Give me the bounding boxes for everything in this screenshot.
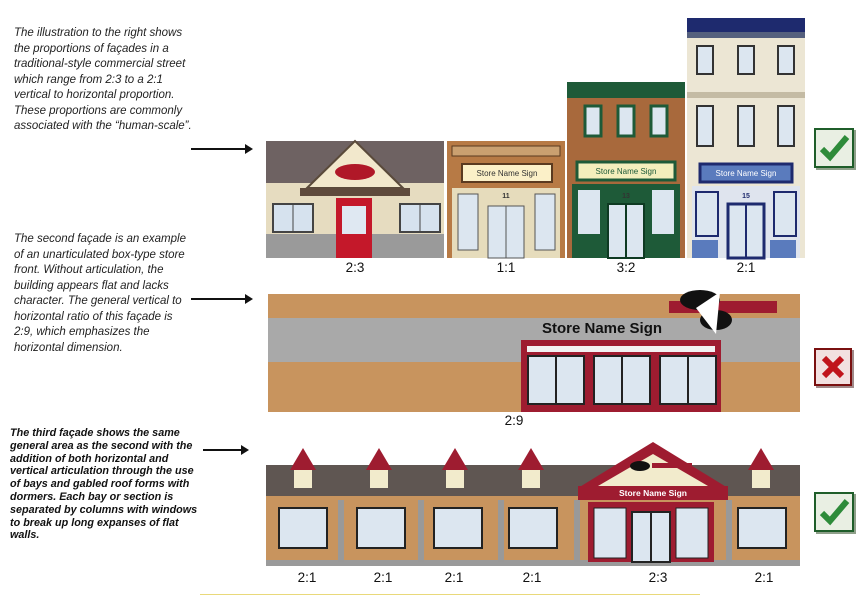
second-facade-paragraph: The second façade is an example of an un…: [14, 233, 186, 354]
row1-ratio-4: 2:1: [736, 260, 756, 275]
row3-ratio-6: 2:1: [754, 570, 774, 585]
row3-ratio-4: 2:1: [522, 570, 542, 585]
arrow-row2: [191, 294, 253, 304]
facade-cottage: [266, 139, 444, 258]
row1-ratio-2: 1:1: [496, 260, 516, 275]
row1-ratio-3: 3:2: [616, 260, 636, 275]
row3-ratio-3: 2:1: [444, 570, 464, 585]
facade-tall: [687, 18, 805, 260]
row2-ratio: 2:9: [504, 413, 524, 428]
facade-articulated: [266, 442, 800, 566]
x-icon-row2: [814, 348, 852, 386]
facade-box-store: [268, 290, 800, 412]
check-icon-row3: [814, 492, 854, 532]
row2-store-sign: Store Name Sign: [542, 320, 663, 337]
row3-ratio-5: 2:3: [648, 570, 668, 585]
row1-sign-3: Store Name Sign: [715, 169, 777, 178]
row1-ratio-1: 2:3: [345, 260, 365, 275]
row1-number-3: 15: [742, 193, 750, 200]
arrow-row1: [191, 144, 253, 154]
row1-sign-1: Store Name Sign: [476, 169, 538, 178]
row1-number-1: 11: [502, 193, 510, 200]
row1-number-2: 13: [622, 193, 630, 200]
row3-store-sign: Store Name Sign: [618, 488, 688, 498]
check-icon-row1: [814, 128, 854, 168]
footer-rule: [200, 594, 700, 595]
arrow-row3: [203, 445, 249, 455]
row3-ratio-2: 2:1: [373, 570, 393, 585]
row3-ratio-1: 2:1: [297, 570, 317, 585]
intro-paragraph: The illustration to the right shows the …: [14, 27, 192, 132]
third-facade-paragraph: The third façade shows the same general …: [10, 427, 198, 542]
row1-sign-2: Store Name Sign: [595, 167, 657, 176]
